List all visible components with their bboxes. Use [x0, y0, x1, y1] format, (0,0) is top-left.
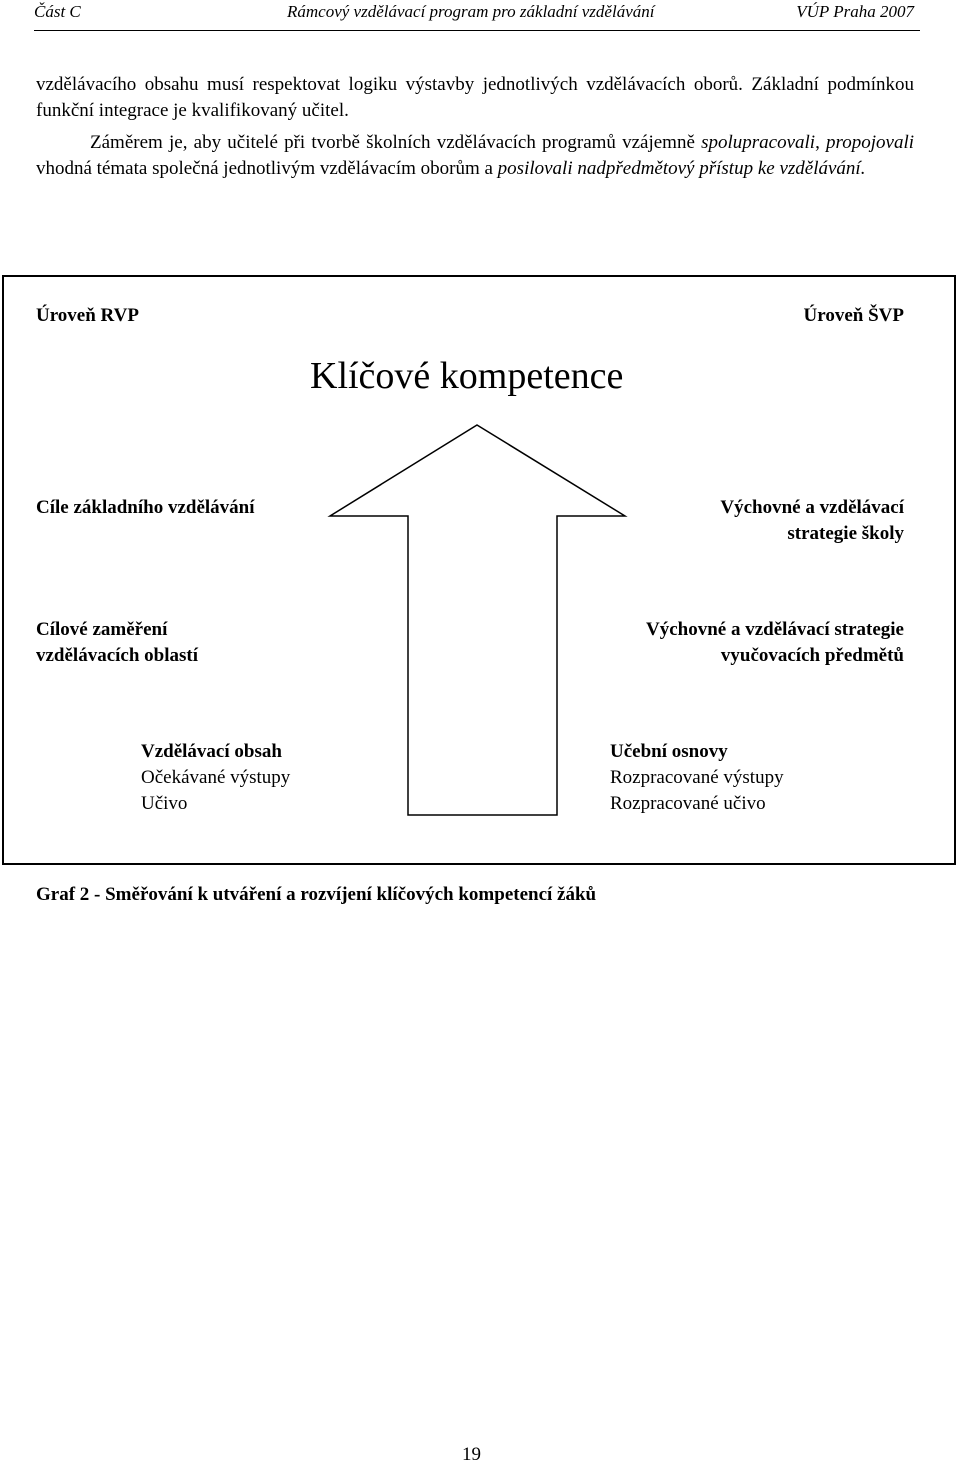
right-row-2-line-1: Výchovné a vzdělávací strategie: [645, 619, 904, 640]
paragraph-intent-italic-3: posilovali nadpředmětový přístup ke vzdě…: [497, 158, 866, 179]
diagram-title: Klíčové kompetence: [310, 355, 624, 397]
paragraph-intent: Záměrem je, aby učitelé při tvorbě školn…: [36, 130, 914, 182]
left-row-2: Cílové zaměření vzdělávacích oblastí: [36, 617, 198, 669]
header-section-label: Část C: [34, 2, 81, 21]
left-row-3: Vzdělávací obsah Očekávané výstupy Učivo: [141, 739, 290, 817]
header-divider: [34, 30, 920, 31]
right-row-1-line-1: Výchovné a vzdělávací: [720, 497, 904, 518]
diagram-frame: [2, 275, 956, 865]
left-row-1: Cíle základního vzdělávání: [36, 497, 255, 518]
left-row-3-line-3: Učivo: [141, 793, 188, 814]
left-row-3-line-2: Očekávané výstupy: [141, 767, 291, 788]
right-row-3-line-2: Rozpracované výstupy: [610, 767, 784, 788]
left-row-3-heading: Vzdělávací obsah: [141, 741, 282, 762]
page-number: 19: [462, 1444, 481, 1465]
right-row-3-line-3: Rozpracované učivo: [610, 793, 766, 814]
level-svp-label: Úroveň ŠVP: [803, 305, 904, 326]
upward-arrow-icon: [327, 424, 628, 816]
paragraph-intent-text-2: ,: [815, 132, 827, 153]
right-row-3-heading: Učební osnovy: [610, 741, 728, 762]
right-row-1: Výchovné a vzdělávací strategie školy: [720, 495, 904, 547]
paragraph-intent-text-3: vhodná témata společná jednotlivým vzděl…: [36, 158, 498, 179]
right-row-3: Učební osnovy Rozpracované výstupy Rozpr…: [610, 739, 784, 817]
header-document-title: Rámcový vzdělávací program pro základní …: [287, 2, 655, 21]
left-row-2-line-2: vzdělávacích oblastí: [36, 645, 199, 666]
figure-caption: Graf 2 - Směřování k utváření a rozvíjen…: [36, 884, 597, 905]
left-row-2-line-1: Cílové zaměření: [36, 619, 168, 640]
level-rvp-label: Úroveň RVP: [36, 305, 139, 326]
paragraph-integration: vzdělávacího obsahu musí respektovat log…: [36, 74, 914, 121]
paragraph-intent-italic-1: spolupracovali: [701, 132, 816, 153]
header-publisher: VÚP Praha 2007: [796, 2, 914, 21]
right-row-1-line-2: strategie školy: [787, 523, 904, 544]
right-row-2: Výchovné a vzdělávací strategie vyučovac…: [646, 617, 904, 669]
paragraph-intent-italic-2: propojovali: [826, 132, 915, 153]
right-row-2-line-2: vyučovacích předmětů: [720, 645, 904, 666]
paragraph-intent-text-1: Záměrem je, aby učitelé při tvorbě školn…: [90, 132, 702, 153]
